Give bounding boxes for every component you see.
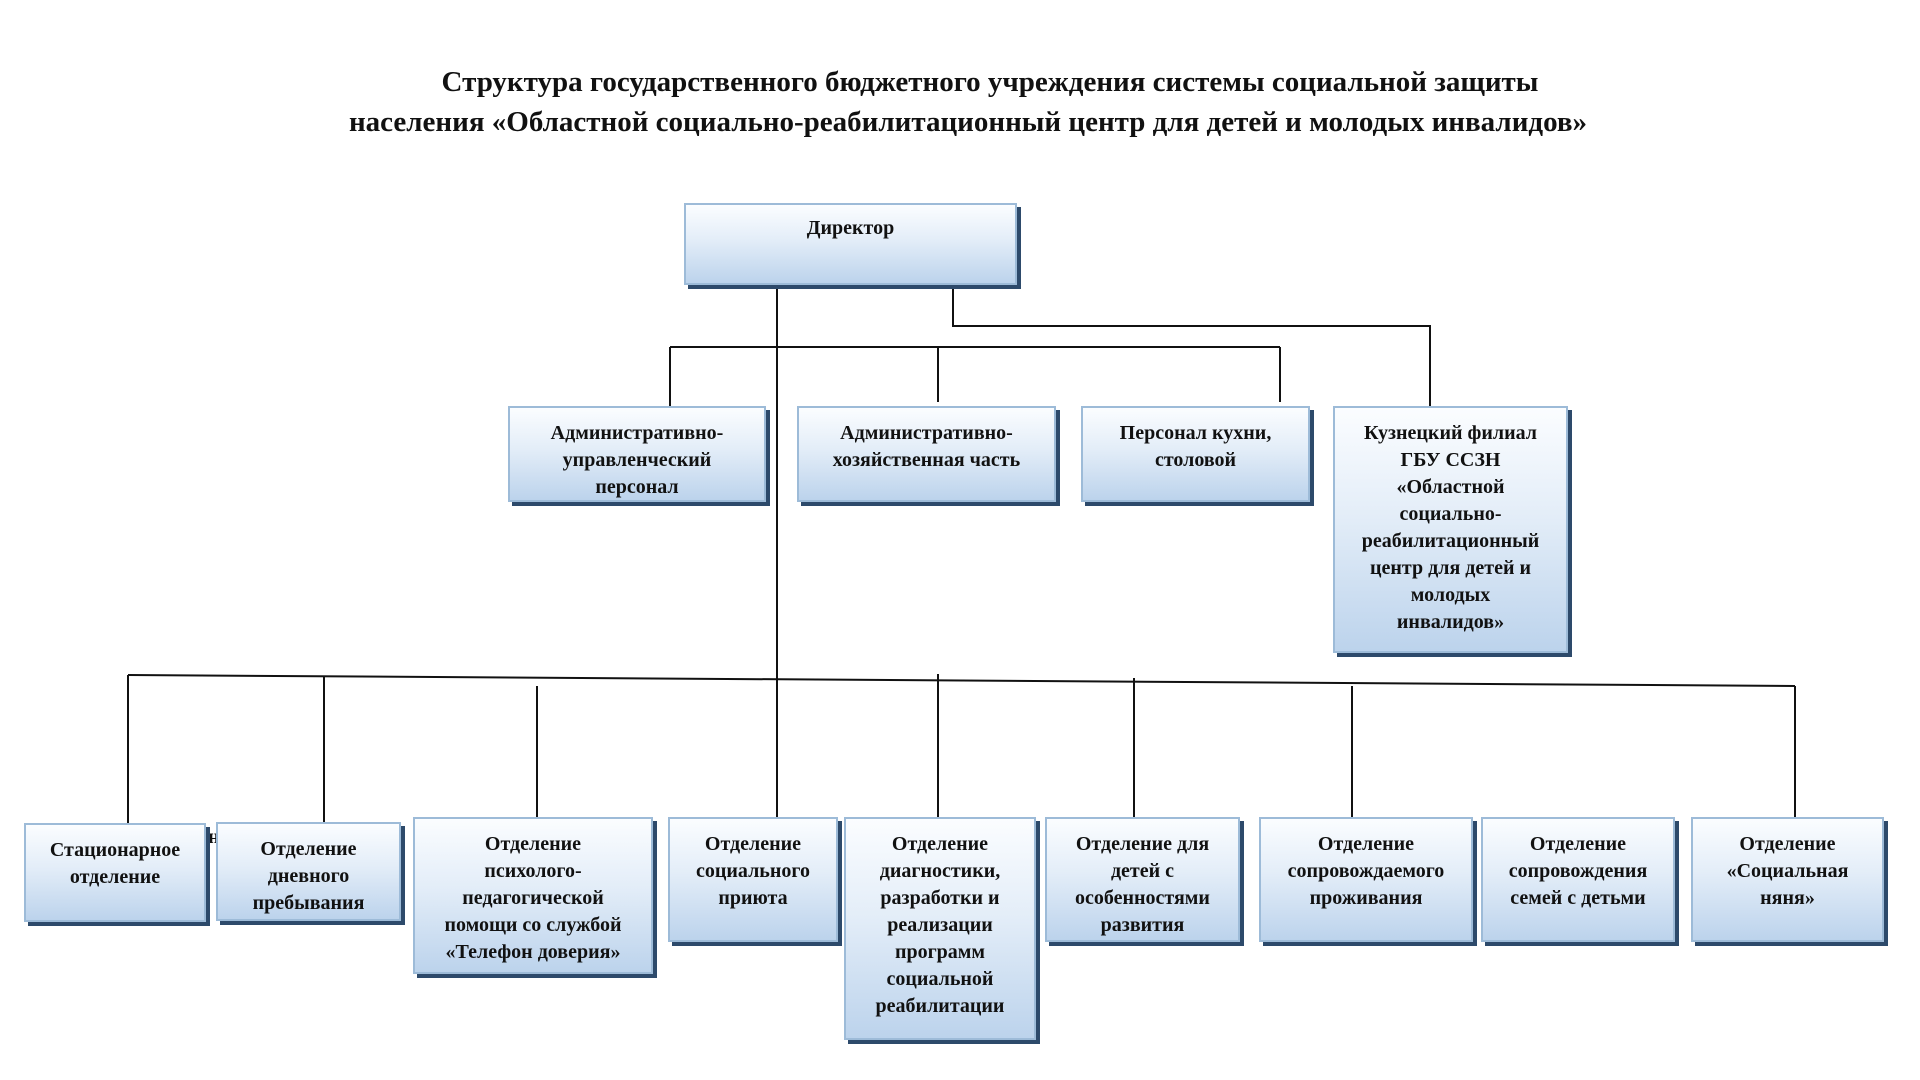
box-line: приюта xyxy=(718,887,788,909)
box-line: «Областной xyxy=(1396,476,1505,498)
box-supported-living: Отделение сопровождаемого проживания xyxy=(1259,817,1473,942)
box-line: психолого- xyxy=(484,860,582,882)
box-line: ГБУ ССЗН xyxy=(1400,449,1501,471)
box-line: пребывания xyxy=(252,892,365,914)
box-line: центр для детей и xyxy=(1369,557,1531,579)
box-line: Кузнецкий филиал xyxy=(1363,422,1538,444)
box-kitchen-staff: Персонал кухни, столовой xyxy=(1081,406,1310,502)
box-line: инвалидов» xyxy=(1396,611,1505,633)
box-line: отделение xyxy=(69,866,161,888)
box-special-needs: Отделение для детей с особенностями разв… xyxy=(1045,817,1240,942)
box-social-nanny: Отделение «Социальная няня» xyxy=(1691,817,1884,942)
box-line: помощи со службой xyxy=(444,914,622,936)
box-line: «Социальная xyxy=(1726,860,1849,882)
box-line: Отделение xyxy=(704,833,802,855)
box-line: особенностями xyxy=(1075,887,1210,909)
box-line: программ xyxy=(894,941,986,963)
title-line-2: населения «Областной социально-реабилита… xyxy=(348,106,1588,138)
director-box: Директор xyxy=(684,203,1017,285)
box-line: разработки и xyxy=(880,887,1000,909)
box-line: Отделение xyxy=(1529,833,1627,855)
box-line: персонал xyxy=(595,476,679,498)
box-line: Административно- xyxy=(840,422,1013,444)
box-line: «Телефон доверия» xyxy=(445,941,621,963)
box-line: развития xyxy=(1100,914,1185,936)
box-line: управленческий xyxy=(562,449,712,471)
box-line: Административно- xyxy=(550,422,724,444)
box-line: семей с детьми xyxy=(1510,887,1646,909)
box-line: реабилитационный xyxy=(1361,530,1540,552)
box-line: сопровождения xyxy=(1508,860,1648,882)
box-line: Персонал кухни, xyxy=(1119,422,1272,444)
box-social-shelter: Отделение социального приюта xyxy=(668,817,838,942)
title-line-1: Структура государственного бюджетного уч… xyxy=(441,66,1539,98)
box-day-stay: Отделение дневного пребывания xyxy=(216,822,401,921)
box-line: проживания xyxy=(1309,887,1423,909)
box-line: реабилитации xyxy=(875,995,1005,1017)
connector-director-branch xyxy=(952,289,1431,406)
box-line: хозяйственная часть xyxy=(832,449,1021,471)
director-label: Директор xyxy=(806,217,895,239)
box-line: дневного xyxy=(267,865,350,887)
box-family-support: Отделение сопровождения семей с детьми xyxy=(1481,817,1675,942)
box-line: Отделение xyxy=(1317,833,1415,855)
box-admin-management: Административно- управленческий персонал xyxy=(508,406,766,502)
box-admin-household: Административно- хозяйственная часть xyxy=(797,406,1056,502)
box-diagnostics: Отделение диагностики, разработки и реал… xyxy=(844,817,1036,1040)
box-psych-ped: Отделение психолого- педагогической помо… xyxy=(413,817,653,974)
box-line: социальной xyxy=(886,968,994,990)
box-inpatient: Стационарное отделение xyxy=(24,823,206,922)
connector-departments-bus xyxy=(127,674,1796,687)
box-line: молодых xyxy=(1410,584,1491,606)
box-line: реализации xyxy=(887,914,993,936)
box-line: Отделение xyxy=(891,833,989,855)
box-line: детей с xyxy=(1110,860,1175,882)
chart-title: Структура государственного бюджетного уч… xyxy=(0,62,1920,142)
box-line: Отделение xyxy=(1739,833,1836,855)
box-line: Отделение для xyxy=(1075,833,1210,855)
box-line: социального xyxy=(695,860,810,882)
box-line: Отделение xyxy=(484,833,582,855)
box-kuznetsk-branch: Кузнецкий филиал ГБУ ССЗН «Областной соц… xyxy=(1333,406,1568,653)
box-line: педагогической xyxy=(462,887,604,909)
box-line: социально- xyxy=(1399,503,1502,525)
box-line: столовой xyxy=(1154,449,1237,471)
box-line: сопровождаемого xyxy=(1287,860,1445,882)
stray-character: н xyxy=(208,826,220,848)
box-line: Стационарное xyxy=(49,839,181,861)
box-line: диагностики, xyxy=(879,860,1001,882)
box-line: Отделение xyxy=(260,838,357,860)
box-line: няня» xyxy=(1760,887,1815,909)
